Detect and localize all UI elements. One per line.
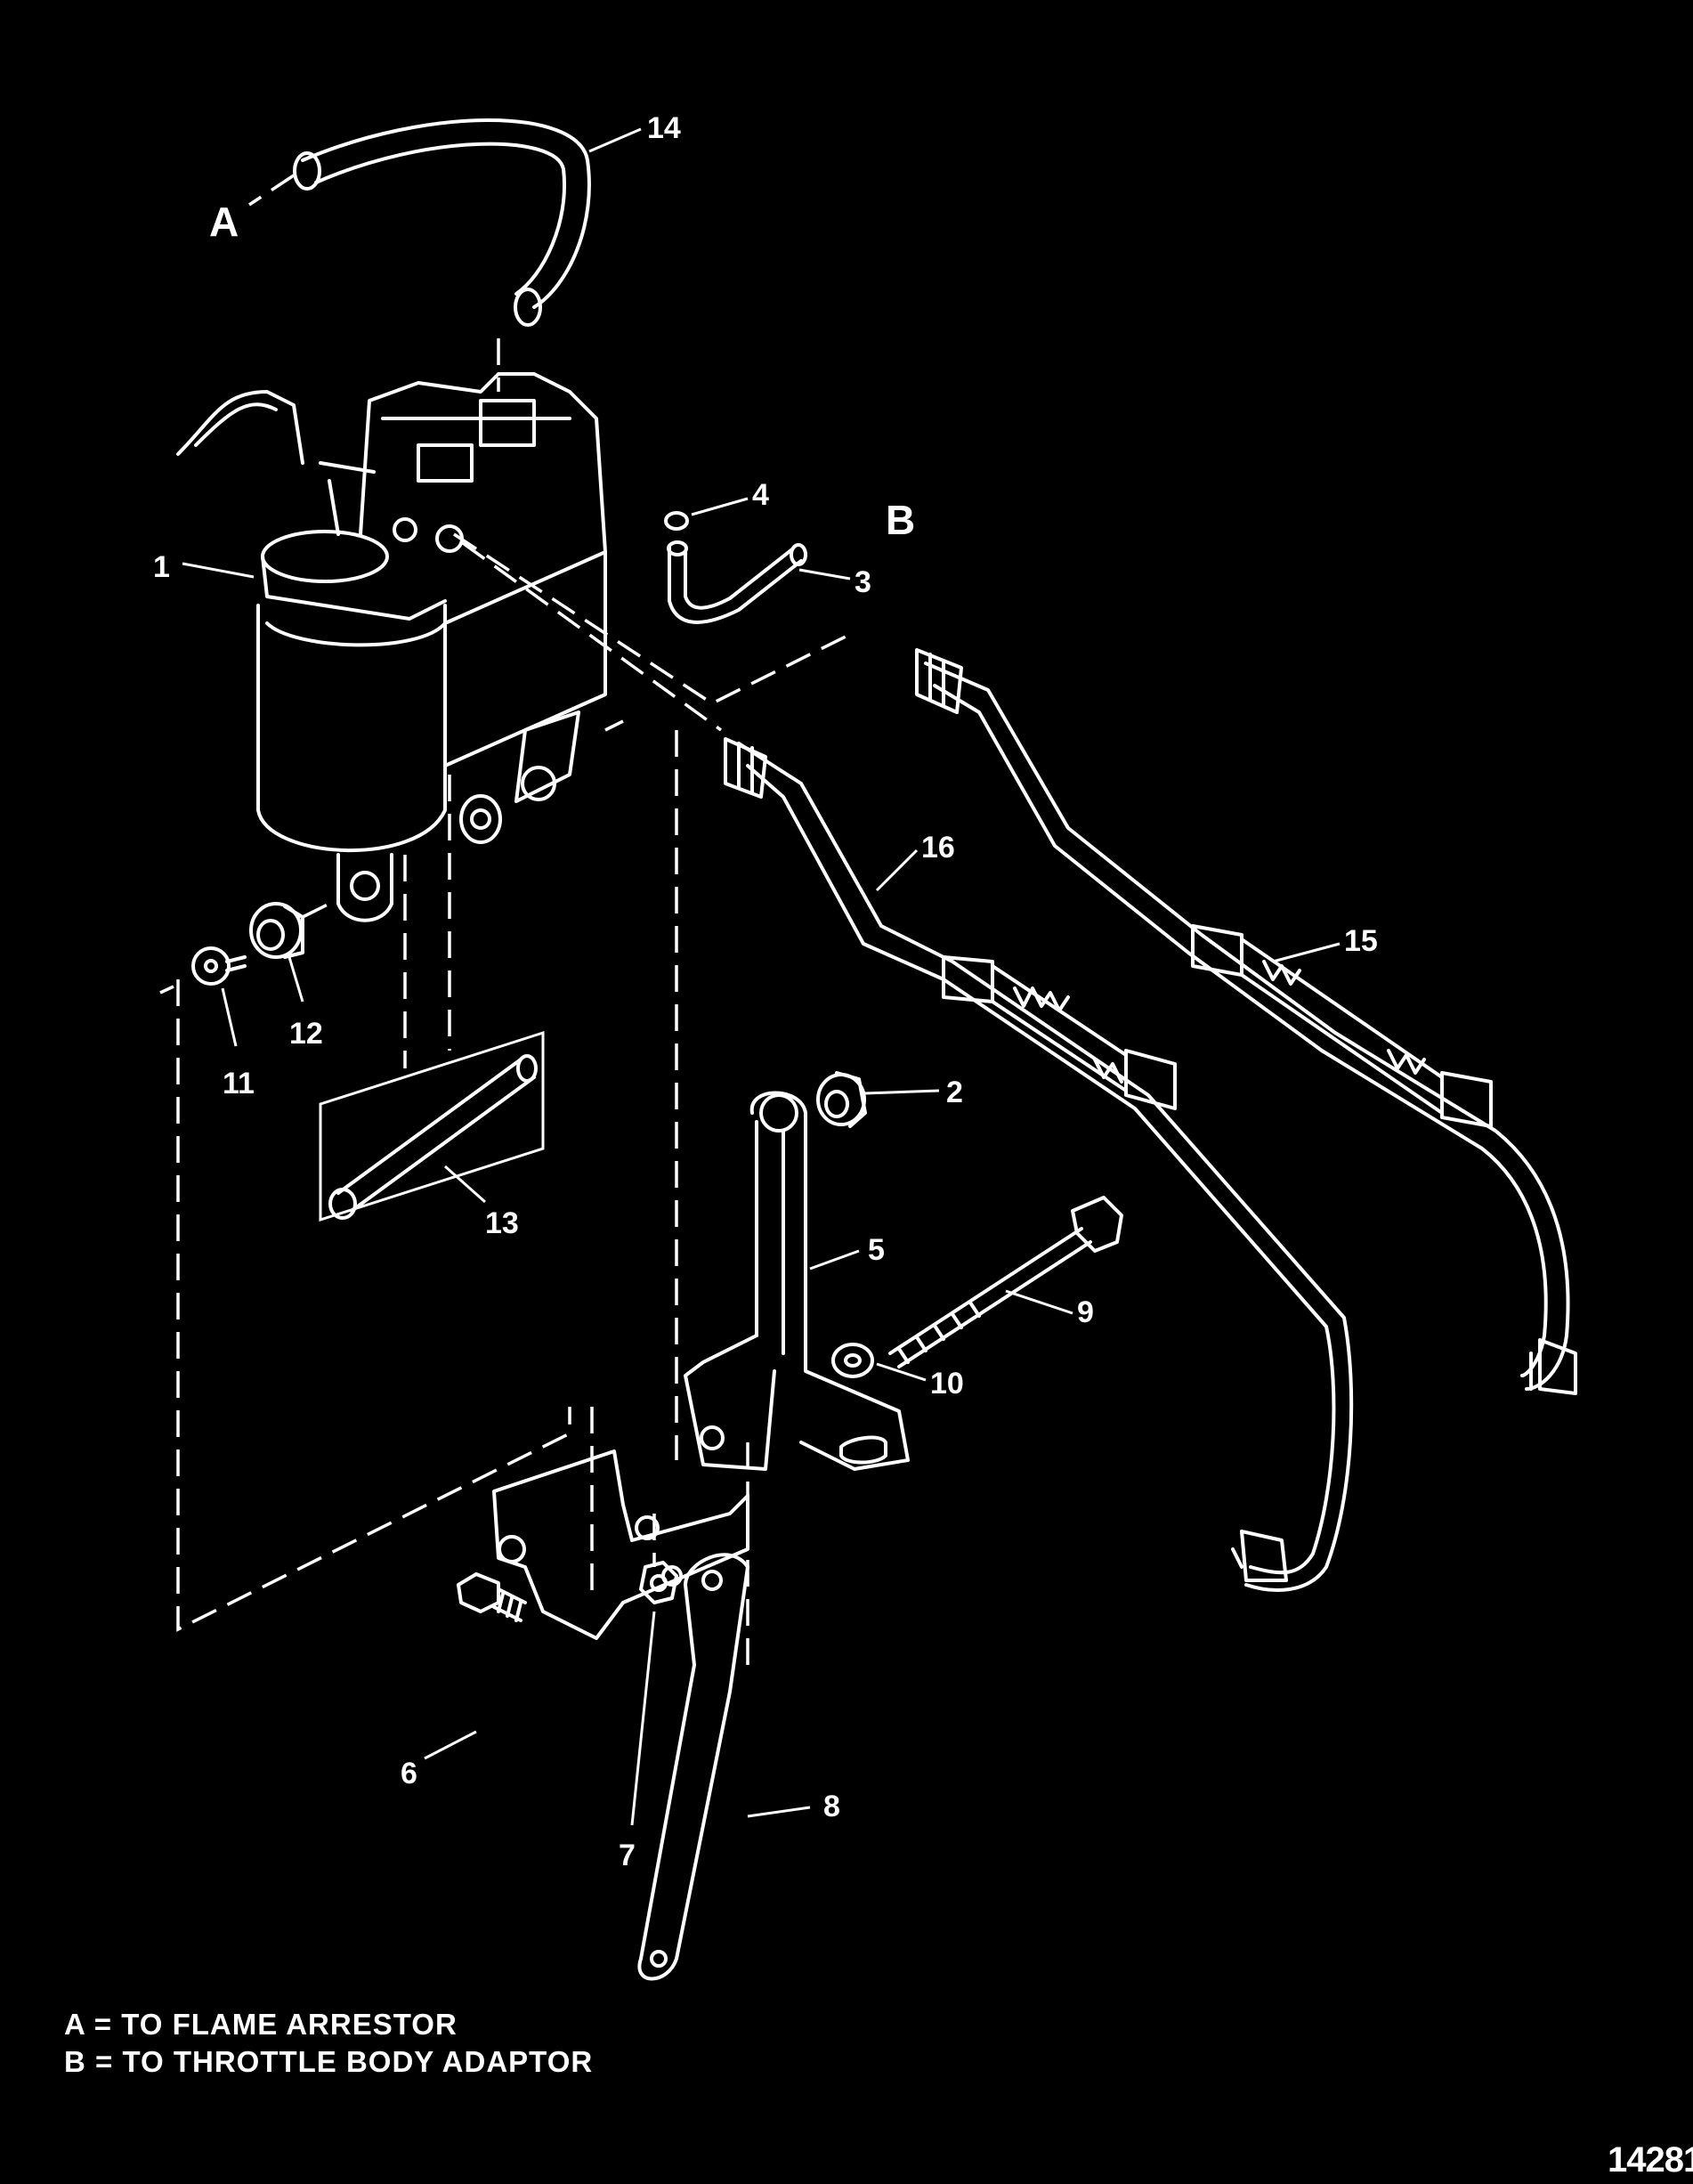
callout-7: 7	[619, 1839, 636, 1872]
leader-14	[588, 127, 642, 153]
drawing-number: 14281	[1608, 2140, 1693, 2180]
callout-11: 11	[223, 1067, 255, 1100]
callout-2: 2	[946, 1076, 963, 1109]
spacer-tube-part-13	[319, 1030, 545, 1222]
bolt-part-9	[888, 1196, 1123, 1368]
callout-13: 13	[485, 1206, 519, 1240]
callout-6: 6	[401, 1757, 417, 1790]
fuel-line-16-dashed	[461, 541, 723, 732]
leader-10	[876, 1362, 927, 1382]
fuel-line-part-15	[915, 648, 1577, 1395]
callout-16: 16	[921, 831, 955, 865]
callout-5: 5	[868, 1233, 885, 1267]
fuel-line-part-16	[724, 737, 1354, 1592]
hose-part-3	[667, 540, 807, 624]
callout-15: 15	[1344, 924, 1378, 958]
leader-5	[809, 1249, 860, 1271]
bracket-part-5	[492, 1091, 910, 1640]
callout-1: 1	[153, 550, 170, 584]
grommet-part-12	[249, 902, 304, 959]
screw-grommet-dashed	[159, 897, 339, 995]
hose-clamp-part-4	[664, 511, 689, 531]
vapor-separator-part-1	[176, 372, 607, 922]
leader-7	[630, 1611, 656, 1826]
callout-3: 3	[855, 565, 871, 599]
grommet-part-2	[816, 1071, 867, 1128]
callout-12: 12	[289, 1017, 323, 1051]
leader-12	[288, 956, 304, 1003]
leader-11	[221, 987, 238, 1047]
clamp-part-8	[637, 1553, 749, 1981]
leader-3	[798, 568, 851, 581]
bolt-part-6	[457, 1572, 527, 1622]
vent-hose-part-14	[293, 118, 591, 327]
screw-part-11	[191, 946, 247, 986]
grommet-dashed-line	[604, 719, 624, 732]
nut-part-7	[639, 1561, 678, 1604]
callout-10: 10	[930, 1367, 964, 1401]
hose-a-leader-dashed	[248, 174, 295, 207]
callout-9: 9	[1077, 1295, 1094, 1329]
leader-2	[864, 1089, 940, 1095]
fuel-line-15-dashed	[453, 532, 855, 706]
connection-label-a: A	[209, 199, 239, 245]
left-mount-dashed	[176, 979, 571, 1632]
leader-9	[1005, 1289, 1073, 1315]
legend-throttle-body-adaptor: B = TO THROTTLE BODY ADAPTOR	[64, 2045, 594, 2078]
legend-flame-arrestor: A = TO FLAME ARRESTOR	[64, 2008, 458, 2041]
leader-1	[182, 562, 255, 579]
leader-16	[875, 848, 919, 892]
connection-label-b: B	[886, 497, 915, 543]
callout-4: 4	[752, 478, 769, 512]
leader-4	[691, 497, 749, 516]
leader-8	[747, 1806, 811, 1818]
callout-14: 14	[647, 111, 681, 145]
leader-13	[444, 1165, 486, 1204]
leader-6	[424, 1730, 477, 1760]
callout-8: 8	[823, 1790, 840, 1823]
leader-15	[1272, 942, 1341, 963]
washer-part-10	[831, 1343, 874, 1378]
